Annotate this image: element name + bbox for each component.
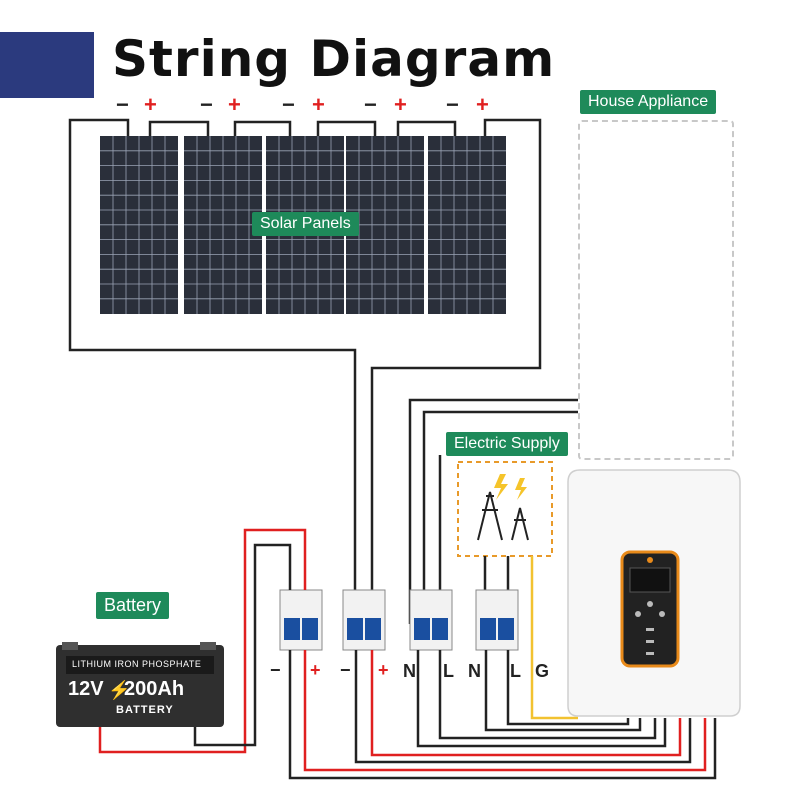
terminal-grid-g: G [535, 661, 550, 681]
panel-3-plus: + [312, 92, 325, 117]
breaker-battery [279, 589, 323, 651]
panel-4-minus: − [364, 92, 377, 117]
electric-supply-label: Electric Supply [446, 432, 568, 456]
panel-1-minus: − [116, 92, 129, 117]
house-appliance-label: House Appliance [580, 90, 717, 114]
solar-array-frame [68, 118, 542, 595]
terminal-grid-l: L [510, 661, 521, 681]
terminal-load-n: N [403, 661, 416, 681]
battery-voltage-text: 12V [68, 678, 104, 700]
battery-label: Battery [96, 592, 170, 619]
battery-bolt-icon: ⚡ [108, 680, 131, 700]
breakers [279, 589, 519, 651]
panel-3-minus: − [282, 92, 295, 117]
lightning-icon [494, 474, 527, 500]
panel-5-plus: + [476, 92, 489, 117]
battery-name-text: BATTERY [116, 704, 174, 716]
terminal-solar-plus: + [378, 660, 389, 680]
panel-4-plus: + [394, 92, 407, 117]
solar-panels-label: Solar Panels [252, 212, 359, 236]
terminal-battery-plus: + [310, 660, 321, 680]
battery-type-text: LITHIUM IRON PHOSPHATE [72, 659, 202, 669]
breaker-load [409, 589, 453, 651]
panel-5-minus: − [446, 92, 459, 117]
title-accent-block [0, 32, 94, 98]
house-appliance-box [578, 120, 734, 460]
transmission-tower-icon [477, 491, 529, 541]
terminal-grid-n: N [468, 661, 481, 681]
breaker-grid [475, 589, 519, 651]
page-title: String Diagram [112, 30, 556, 88]
battery-body [56, 642, 224, 727]
battery-capacity-text: 200Ah [124, 678, 185, 700]
terminal-battery-minus: − [270, 660, 281, 680]
electric-supply-frame [457, 461, 553, 557]
panel-1-plus: + [144, 92, 157, 117]
breaker-solar [342, 589, 386, 651]
battery-wires [98, 528, 307, 754]
breaker-to-inverter-wires [288, 650, 717, 780]
panel-2-plus: + [228, 92, 241, 117]
panel-2-minus: − [200, 92, 213, 117]
terminal-load-l: L [443, 661, 454, 681]
terminal-solar-minus: − [340, 660, 351, 680]
inverter [567, 469, 741, 717]
